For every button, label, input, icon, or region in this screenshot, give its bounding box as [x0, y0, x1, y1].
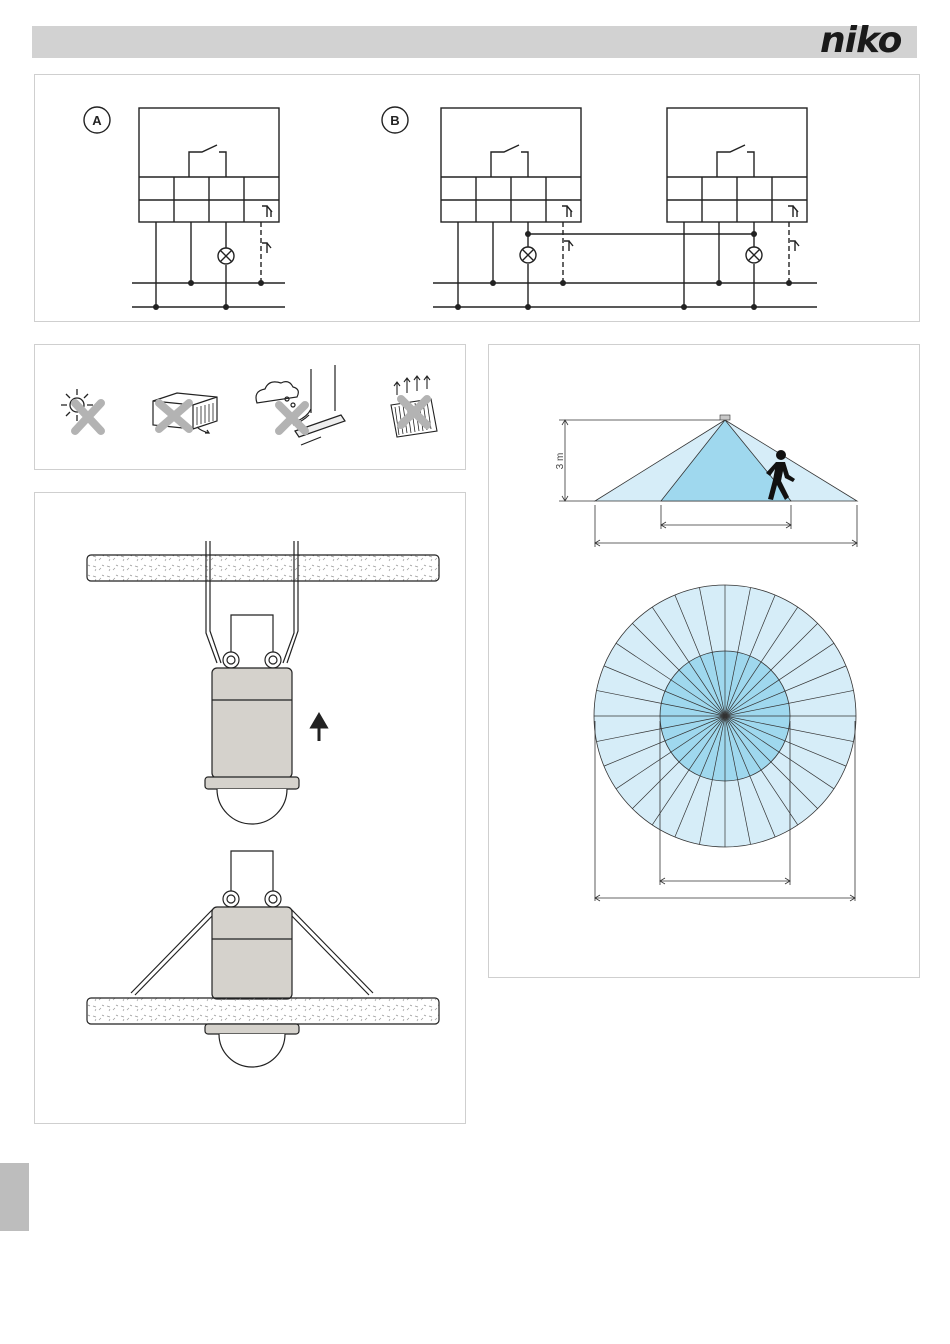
ceiling-board-top: [87, 555, 439, 581]
radiator-no-icon: [391, 376, 437, 437]
window-draft-no-icon: [256, 365, 345, 445]
sunlight-no-icon: [61, 389, 101, 431]
up-arrow-icon: [312, 715, 326, 741]
wiring-diagram-panel: A B: [34, 74, 920, 322]
mounting-panel: [34, 492, 466, 1124]
air-conditioner-no-icon: [153, 393, 217, 433]
sensor-before-mounting: [205, 541, 299, 824]
detection-top-view: [594, 585, 856, 847]
height-label: 3 m: [555, 453, 566, 470]
page-side-tab: [0, 1163, 29, 1231]
wiring-diagram: A B: [35, 75, 919, 321]
label-b: B: [390, 113, 399, 128]
sensor-after-mounting: [131, 851, 373, 999]
ceiling-board-bottom: [87, 998, 439, 1024]
warnings-panel: [34, 344, 466, 470]
niko-logo: niko: [820, 21, 901, 61]
detection-side-view: [595, 415, 857, 501]
detection-range-panel: 3 m: [488, 344, 920, 978]
label-a: A: [92, 113, 102, 128]
header-bar: [32, 26, 917, 58]
